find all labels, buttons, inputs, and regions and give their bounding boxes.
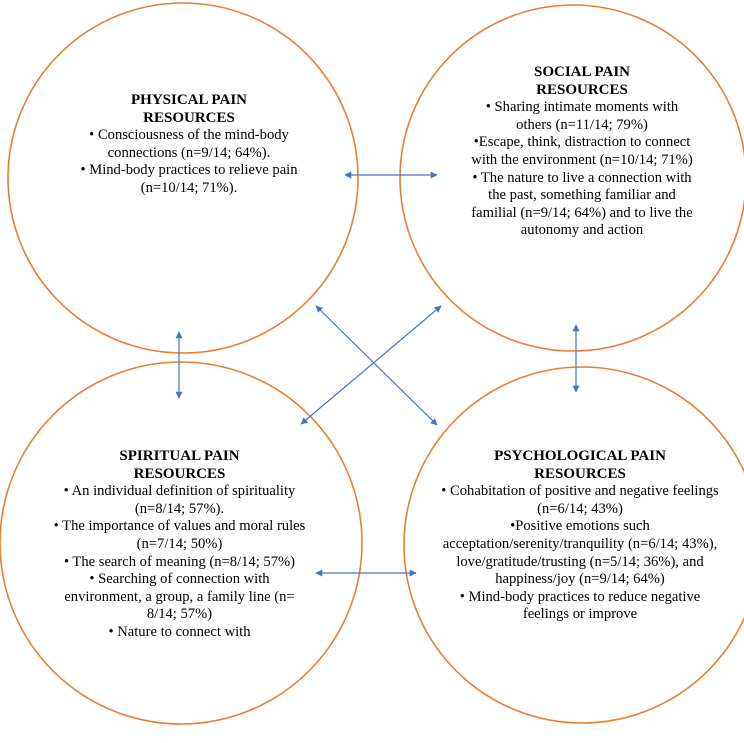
spiritual-item: • An individual definition of spirituali… [63,483,296,517]
psychological-item: •Positive emotions such acceptation/sere… [442,518,718,588]
psychological-item: • Mind-body practices to reduce negative… [459,588,701,623]
arrow-social-spiritual [300,305,442,425]
social-item: •Escape, think, distraction to connect w… [471,134,693,168]
physical-title: PHYSICAL PAIN RESOURCES [72,92,306,127]
social-pain-resources: SOCIAL PAIN RESOURCES • Sharing intimate… [468,64,696,296]
spiritual-title-line1: SPIRITUAL PAIN [119,448,240,464]
physical-item: • Consciousness of the mind-body connect… [89,127,289,161]
psychological-title-line2: RESOURCES [534,465,626,482]
physical-item: • Mind-body practices to relieve pain (n… [80,162,298,196]
spiritual-item: • The importance of values and moral rul… [53,518,306,552]
social-title: SOCIAL PAIN RESOURCES [468,64,696,99]
social-title-line2: RESOURCES [536,81,628,98]
spiritual-item: • Nature to connect with [108,623,251,640]
psychological-item: • Cohabitation of positive and negative … [441,483,719,517]
physical-title-line2: RESOURCES [143,109,235,126]
spiritual-title-line2: RESOURCES [133,465,226,482]
spiritual-title: SPIRITUAL PAIN RESOURCES [52,448,307,483]
physical-pain-resources: PHYSICAL PAIN RESOURCES • Consciousness … [72,92,306,242]
psychological-title-line1: PSYCHOLOGICAL PAIN [494,448,666,464]
arrow-physical-psychological [315,305,438,426]
social-item: • Sharing intimate moments with others (… [485,99,679,133]
physical-title-line1: PHYSICAL PAIN [131,92,247,108]
social-item: • The nature to live a connection with t… [471,169,693,239]
spiritual-item: • Searching of connection with environme… [64,571,295,623]
spiritual-pain-resources: SPIRITUAL PAIN RESOURCES • An individual… [52,448,307,678]
spiritual-item: • The search of meaning (n=8/14; 57%) [63,553,296,570]
psychological-circle [403,366,744,724]
social-title-line1: SOCIAL PAIN [534,64,630,80]
psychological-title: PSYCHOLOGICAL PAIN RESOURCES [440,448,720,483]
psychological-pain-resources: PSYCHOLOGICAL PAIN RESOURCES • Cohabitat… [440,448,720,684]
